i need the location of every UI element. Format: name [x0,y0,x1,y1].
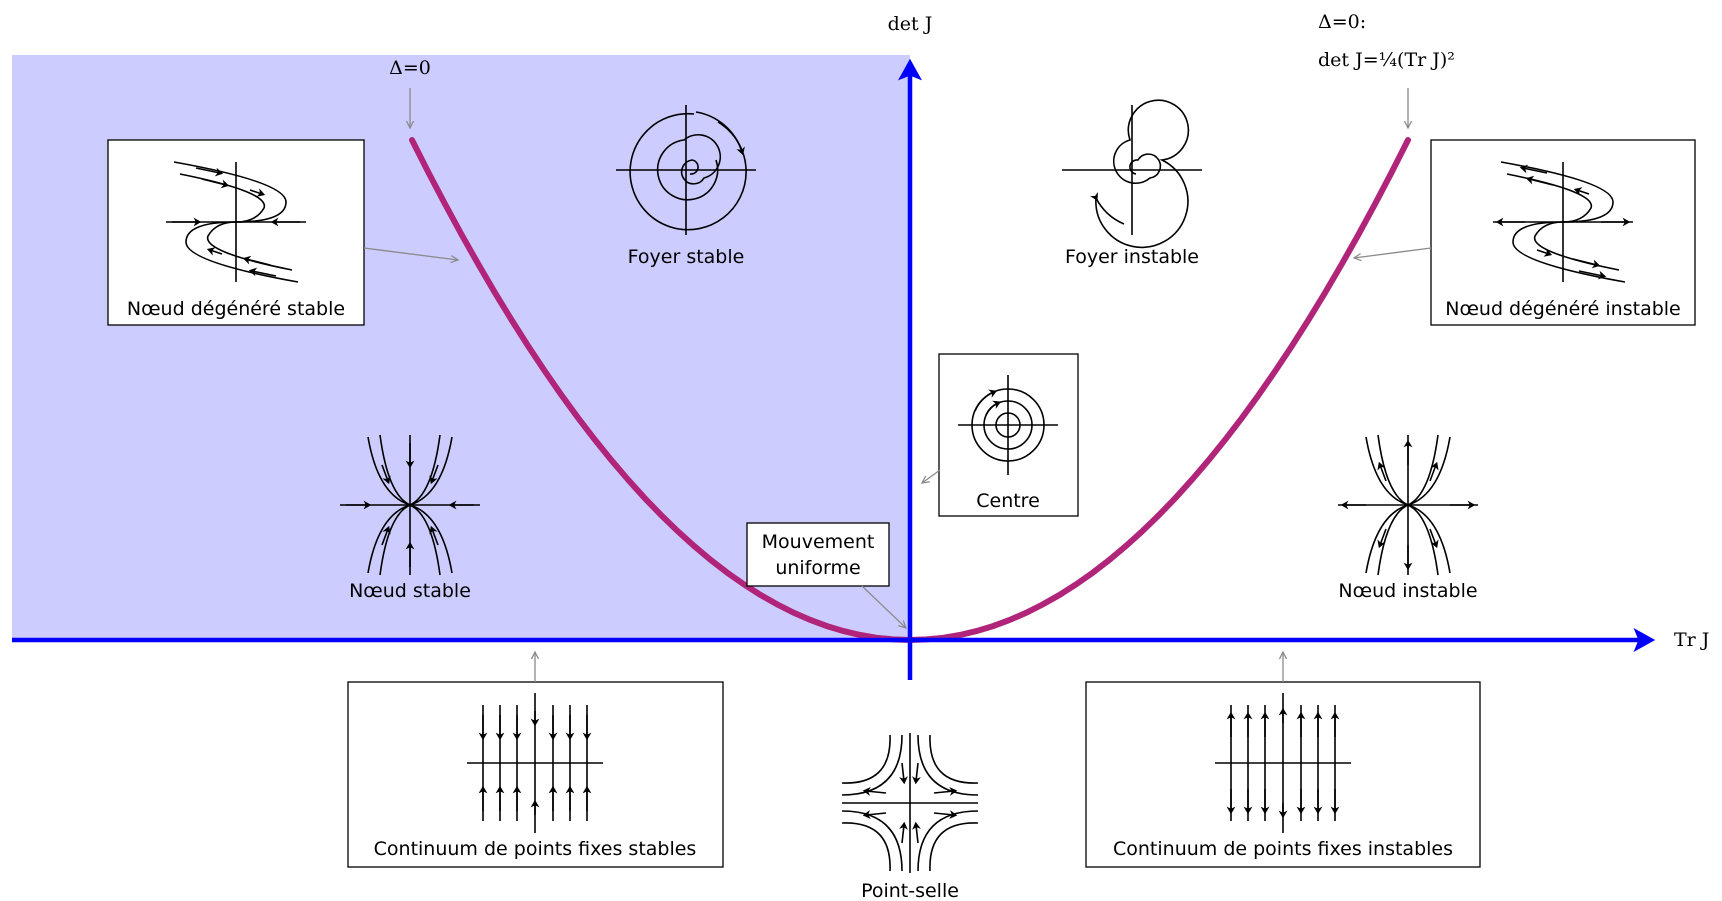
unstable-node-portrait [1338,434,1478,576]
unstable-focus-label: Foyer instable [1065,246,1199,268]
continuum-unstable-label: Continuum de points fixes instables [1113,838,1453,860]
continuum-unstable-portrait [1215,693,1351,833]
y-axis-label: det J [888,13,933,35]
unstable-focus-portrait [1062,99,1202,249]
uniform-motion-label-2: uniforme [775,557,860,579]
center-label: Centre [976,490,1040,512]
stable-node-portrait [340,434,480,576]
degenerate-unstable-label: Nœud dégénéré instable [1445,298,1681,320]
center-portrait [958,375,1058,475]
stable-node-label: Nœud stable [349,580,471,602]
degenerate-unstable-portrait [1493,161,1633,283]
saddle-label: Point-selle [861,880,959,901]
degenerate-stable-label: Nœud dégénéré stable [127,298,345,320]
x-axis-label: Tr J [1674,629,1709,651]
center-pointer [922,469,941,483]
uniform-motion-box [746,522,890,587]
saddle-portrait [841,733,979,873]
stable-focus-label: Foyer stable [628,246,745,268]
discriminant-label-right: Δ=0: [1318,11,1366,33]
uniform-motion-pointer [861,585,906,628]
discriminant-equation: det J=¼(Tr J)² [1318,49,1455,71]
discriminant-label-left: Δ=0 [389,57,431,79]
continuum-stable-portrait [467,693,603,833]
unstable-node-label: Nœud instable [1338,580,1477,602]
stable-focus-portrait [616,105,756,235]
uniform-motion-label-1: Mouvement [762,531,875,553]
degenerate-stable-portrait [166,161,306,283]
degenerate-stable-pointer [363,247,458,260]
continuum-stable-label: Continuum de points fixes stables [374,838,697,860]
degenerate-unstable-pointer [1354,247,1432,258]
